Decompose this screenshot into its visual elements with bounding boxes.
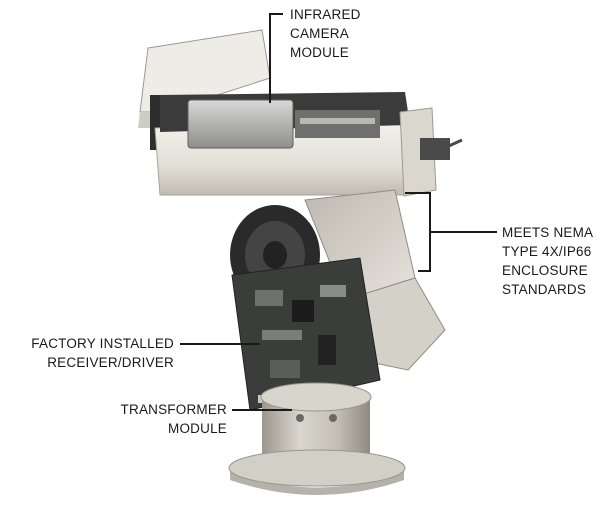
transformer-base <box>228 382 406 495</box>
callout-leader-lines <box>180 13 497 411</box>
leader-enclosure <box>405 192 497 272</box>
transformer-module-label: TRANSFORMER MODULE <box>120 402 227 436</box>
camera-module-label: INFRARED CAMERA MODULE <box>290 7 361 60</box>
receiver-driver-label: FACTORY INSTALLED RECEIVER/DRIVER <box>31 336 174 370</box>
camera-housing <box>150 92 463 197</box>
enclosure-standards-label: MEETS NEMA TYPE 4X/IP66 ENCLOSURE STANDA… <box>502 225 594 297</box>
leader-camera <box>269 13 283 103</box>
